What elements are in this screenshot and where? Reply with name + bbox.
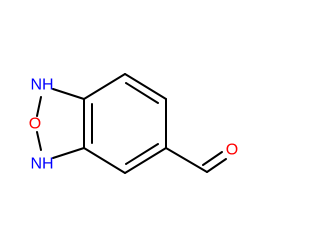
bond-c7-c7a	[83, 147, 126, 174]
atom-labels: NH O NH O	[29, 77, 238, 173]
bond-o2-n3	[36, 131, 42, 151]
bond-c6-cho	[165, 147, 208, 173]
double-bond-inner-c6-c7	[125, 143, 159, 165]
bond-c4-c5	[124, 73, 167, 100]
atom-nh-top: NH	[30, 77, 53, 94]
atom-nh-bottom: NH	[30, 156, 53, 173]
double-bond-inner-c4-c5	[125, 82, 159, 104]
bond-cho-o	[206, 158, 227, 173]
bond-c3a-c4	[83, 73, 126, 100]
bond-c6-c7	[124, 147, 167, 174]
bonds	[36, 73, 227, 174]
atom-o-aldehyde: O	[226, 142, 238, 159]
double-bond-cho-o	[202, 151, 223, 166]
bond-n1-o2	[36, 96, 42, 117]
bond-n3-c7a	[52, 147, 85, 159]
chemical-structure: NH O NH O	[29, 73, 238, 174]
atom-o-ring: O	[29, 116, 41, 133]
bond-c3a-n1	[52, 88, 85, 100]
